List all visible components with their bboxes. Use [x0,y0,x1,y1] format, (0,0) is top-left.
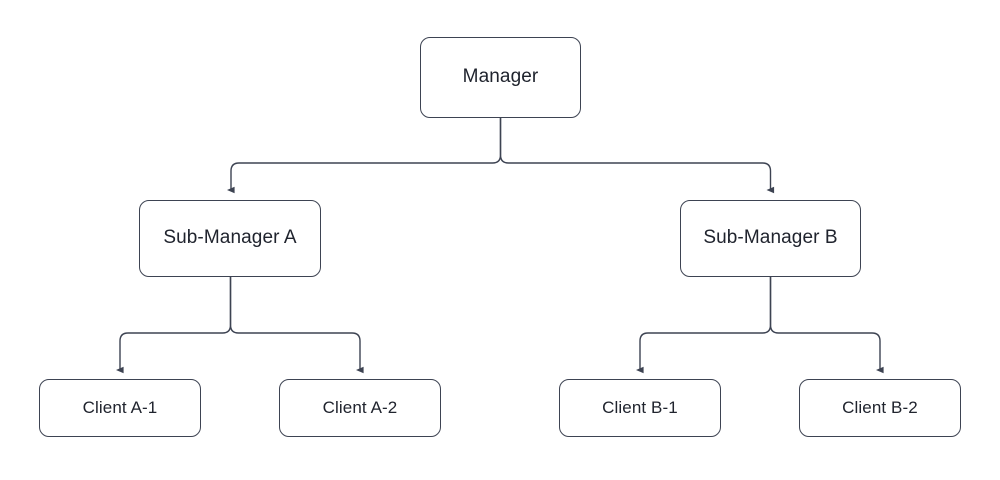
node-client-b-1[interactable]: Client B-1 [559,379,721,437]
node-sub-manager-a-label: Sub-Manager A [163,227,297,249]
edge-sub-manager-a-to-client-a-1 [115,277,232,374]
node-sub-manager-b-label: Sub-Manager B [703,227,838,249]
edge-sub-manager-a-to-client-a-2 [229,277,364,374]
node-client-a-1-label: Client A-1 [82,397,158,417]
node-client-b-2-label: Client B-2 [842,397,918,417]
edge-manager-to-sub-manager-b [499,118,775,194]
node-client-a-2[interactable]: Client A-2 [279,379,441,437]
node-sub-manager-a[interactable]: Sub-Manager A [139,200,321,277]
node-manager-label: Manager [462,66,539,88]
edge-sub-manager-b-to-client-b-1 [635,277,772,374]
node-client-a-1[interactable]: Client A-1 [39,379,201,437]
node-sub-manager-b[interactable]: Sub-Manager B [680,200,861,277]
node-client-a-2-label: Client A-2 [322,397,398,417]
node-manager[interactable]: Manager [420,37,581,118]
edge-manager-to-sub-manager-a [226,118,502,194]
node-client-b-1-label: Client B-1 [602,397,678,417]
node-client-b-2[interactable]: Client B-2 [799,379,961,437]
edge-sub-manager-b-to-client-b-2 [769,277,884,374]
